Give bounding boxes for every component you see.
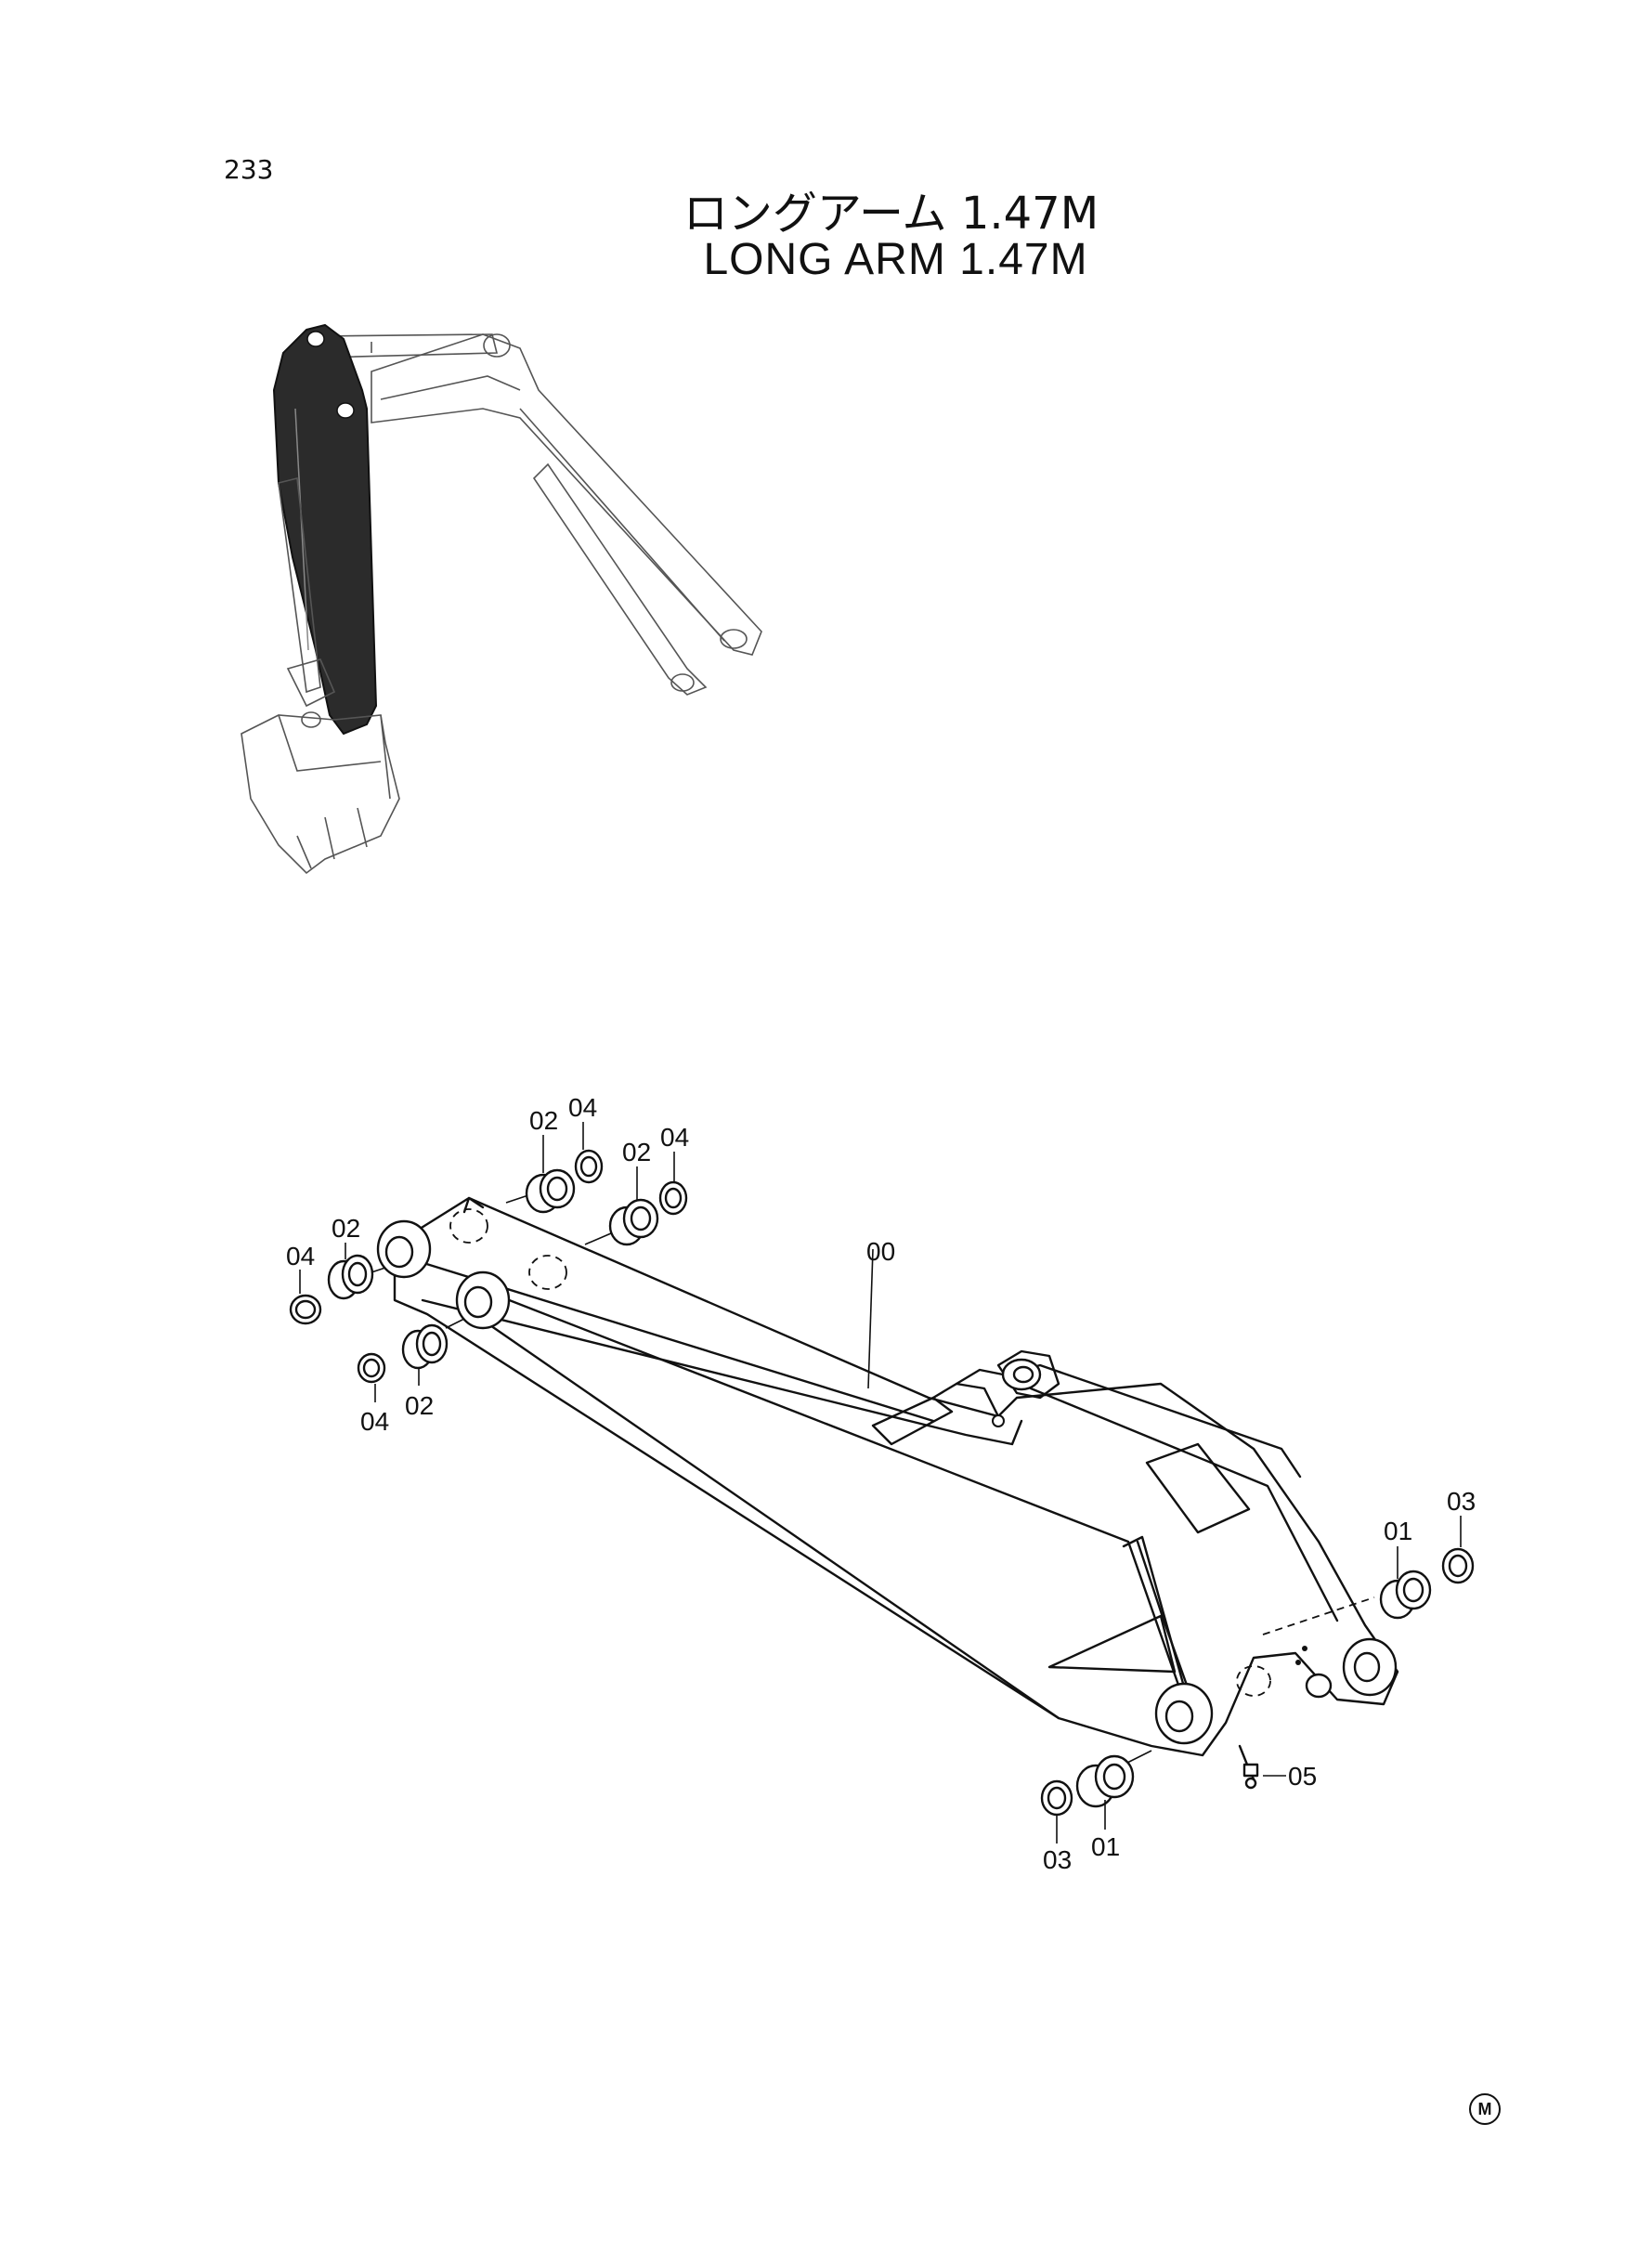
callout-01-bottom: 01 [1091, 1832, 1120, 1861]
shim-03-bottom [1040, 1779, 1073, 1817]
highlighted-long-arm [272, 323, 378, 736]
bushing-01-top [1379, 1570, 1432, 1620]
callout-04-d: 04 [660, 1123, 689, 1152]
callout-02-b: 02 [405, 1391, 434, 1420]
callout-02-c: 02 [529, 1106, 558, 1135]
overview-attachment-drawing [241, 323, 762, 875]
bushing-01-bottom [1075, 1754, 1135, 1808]
bushing-02-d [608, 1198, 659, 1246]
shim-04-b [357, 1352, 386, 1384]
exploded-arm-drawing [289, 1122, 1475, 1844]
callout-00: 00 [866, 1237, 895, 1266]
callout-01-top: 01 [1384, 1517, 1412, 1545]
callout-04-b: 04 [360, 1407, 389, 1436]
shim-04-d [658, 1180, 688, 1216]
callout-02-a: 02 [332, 1214, 360, 1243]
callout-04-c: 04 [568, 1093, 597, 1122]
title-english: LONG ARM 1.47M [703, 235, 1088, 284]
bushing-02-a [327, 1254, 374, 1300]
callout-02-d: 02 [622, 1138, 651, 1166]
arm-body-outline [393, 1196, 1399, 1757]
shim-04-a [289, 1294, 322, 1325]
m-marker: M [1469, 2093, 1501, 2125]
shim-03-top [1441, 1547, 1475, 1584]
bushing-02-b [401, 1323, 449, 1370]
callout-05: 05 [1288, 1762, 1317, 1791]
title-japanese: ロングアーム 1.47M [683, 188, 1099, 240]
bushing-02-c [525, 1168, 576, 1214]
callout-03-bottom: 03 [1043, 1845, 1072, 1874]
callout-04-a: 04 [286, 1242, 315, 1270]
page-number: 233 [224, 154, 274, 185]
callout-03-top: 03 [1447, 1487, 1476, 1516]
shim-04-c [574, 1149, 604, 1184]
